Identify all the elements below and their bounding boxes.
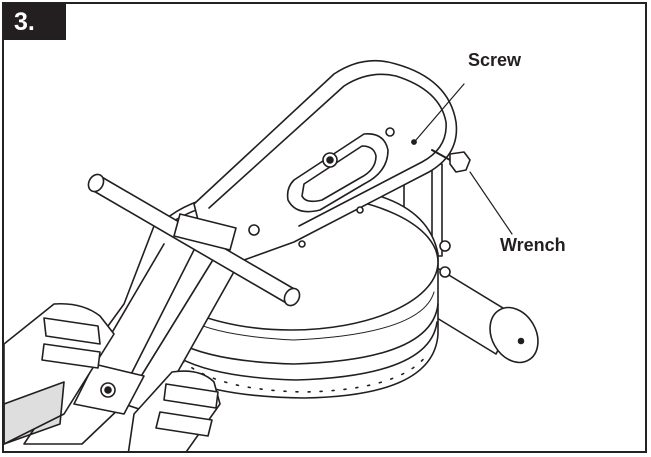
instruction-frame: 3. Screw Wrench — [2, 2, 647, 453]
left-foot-pedal — [4, 302, 115, 445]
screw-leader-line — [415, 83, 465, 141]
screw-label: Screw — [468, 50, 522, 70]
right-foot-pedal — [127, 370, 221, 451]
rowing-machine-illustration — [4, 59, 539, 451]
wrench-leader-line — [469, 171, 513, 235]
rear-stabilizer-tube — [413, 265, 539, 364]
wrench-icon — [431, 149, 471, 173]
handle-bar — [87, 173, 301, 307]
wrench-label: Wrench — [500, 235, 566, 255]
step-number-badge: 3. — [4, 4, 66, 40]
monitor-arm — [193, 59, 458, 261]
